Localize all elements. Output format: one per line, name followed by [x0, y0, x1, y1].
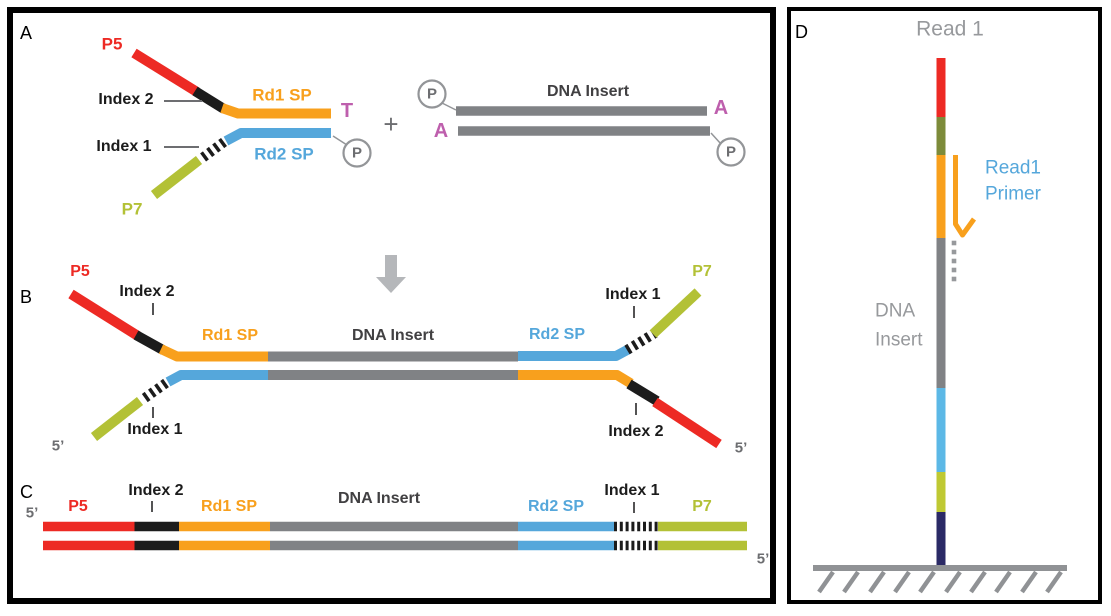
a-rd1sp-label: Rd1 SP	[252, 85, 312, 105]
b-rd1sp-strand	[158, 344, 268, 362]
a-phosphate-letter: P	[352, 145, 362, 162]
a-a-overhang-top-label: A	[713, 97, 729, 119]
b-five-prime-right: 5’	[734, 439, 748, 457]
d-rd1sp-segment	[936, 155, 946, 238]
d-read1-primer-arrow	[953, 155, 977, 238]
down-arrow-icon	[376, 255, 406, 293]
b-p7-strand-right	[649, 288, 702, 338]
a-insert-phosphate-letter-right: P	[726, 144, 736, 161]
a-t-overhang-label: T	[340, 100, 354, 122]
b-rd1sp-label: Rd1 SP	[201, 327, 259, 344]
d-read1-primer-label-line2: Primer	[985, 183, 1041, 205]
d-primer-dot	[951, 249, 957, 255]
d-dna-insert-label-line2: Insert	[875, 329, 923, 351]
c-index2-label: Index 2	[128, 482, 184, 499]
d-primer-dot	[951, 267, 957, 273]
d-primer-dot	[951, 258, 957, 264]
c-dna-insert-label: DNA Insert	[337, 490, 421, 507]
a-index1-dashed-strand	[198, 137, 227, 164]
a-dna-insert-label: DNA Insert	[546, 83, 630, 100]
b-p5-strand-right	[652, 397, 722, 449]
b-rd2sp-strand-top	[518, 344, 632, 361]
b-dna-insert-label: DNA Insert	[351, 327, 435, 344]
d-primer-dot	[951, 240, 957, 246]
c-five-prime-left: 5’	[25, 504, 39, 522]
a-p5-label: P5	[101, 34, 123, 54]
b-index2-strand-right	[626, 379, 660, 406]
d-primer-dot	[951, 276, 957, 282]
b-index2-left-label: Index 2	[119, 283, 175, 300]
d-rd2sp-segment	[936, 388, 946, 472]
d-surface-hatching	[817, 570, 1063, 594]
c-rd2sp-label: Rd2 SP	[527, 498, 585, 515]
a-p7-label: P7	[121, 199, 143, 219]
a-index1-label: Index 1	[96, 138, 152, 155]
panel-a-letter: A	[20, 23, 33, 43]
c-five-prime-right: 5’	[756, 550, 770, 568]
d-read1-title: Read 1	[916, 17, 984, 41]
b-index1-left-label: Index 1	[127, 421, 183, 438]
d-p5-segment	[936, 58, 946, 117]
d-dna-insert-label-line1: DNA	[875, 300, 916, 322]
a-index2-strand	[192, 86, 227, 114]
a-p7-strand	[150, 156, 203, 199]
a-rd2sp-strand	[223, 128, 331, 146]
a-rd1sp-strand	[220, 103, 331, 119]
b-index2-right-label: Index 2	[608, 423, 664, 440]
c-rd1sp-label: Rd1 SP	[200, 498, 258, 515]
d-index-segment	[936, 117, 946, 155]
b-index1-right-label: Index 1	[605, 286, 661, 303]
a-phosphate-circle	[342, 138, 372, 168]
a-insert-phosphate-circle-right	[716, 137, 746, 167]
c-p5-label: P5	[68, 498, 88, 515]
b-index1-dashed-strand-left	[139, 378, 169, 405]
b-p7-strand-left	[90, 397, 144, 441]
d-insert-segment	[936, 238, 946, 388]
b-rd2sp-label: Rd2 SP	[528, 326, 586, 343]
a-index2-label: Index 2	[98, 91, 154, 108]
a-phosphate-connector	[332, 135, 348, 146]
a-a-overhang-bottom-label: A	[433, 120, 449, 142]
d-index1-segment	[936, 472, 946, 512]
c-p7-label: P7	[692, 498, 712, 515]
b-rd2sp-strand-bottom	[165, 370, 268, 387]
a-p5-strand	[131, 48, 200, 97]
c-index1-label: Index 1	[604, 482, 660, 499]
a-insert-phosphate-connector-left	[441, 102, 457, 111]
panel-b-letter: B	[20, 287, 33, 307]
panel-d-letter: D	[795, 22, 808, 42]
plus-sign: +	[383, 109, 399, 139]
a-insert-phosphate-circle-left	[417, 79, 447, 109]
a-insert-phosphate-connector-right	[710, 132, 722, 145]
b-rd1sp-strand-bottom	[518, 370, 634, 388]
b-p7-label: P7	[692, 263, 712, 280]
panel-c-letter: C	[20, 482, 33, 502]
b-index1-dashed-strand-right	[624, 328, 658, 355]
b-five-prime-left: 5’	[51, 437, 65, 455]
a-insert-phosphate-letter-left: P	[427, 86, 437, 103]
b-p5-strand	[68, 289, 141, 341]
b-p5-label: P5	[70, 263, 90, 280]
a-rd2sp-label: Rd2 SP	[254, 144, 314, 164]
b-index2-strand-left	[133, 330, 166, 355]
d-read1-primer-label-line1: Read1	[985, 157, 1041, 179]
d-p7-graft-segment	[936, 512, 946, 566]
